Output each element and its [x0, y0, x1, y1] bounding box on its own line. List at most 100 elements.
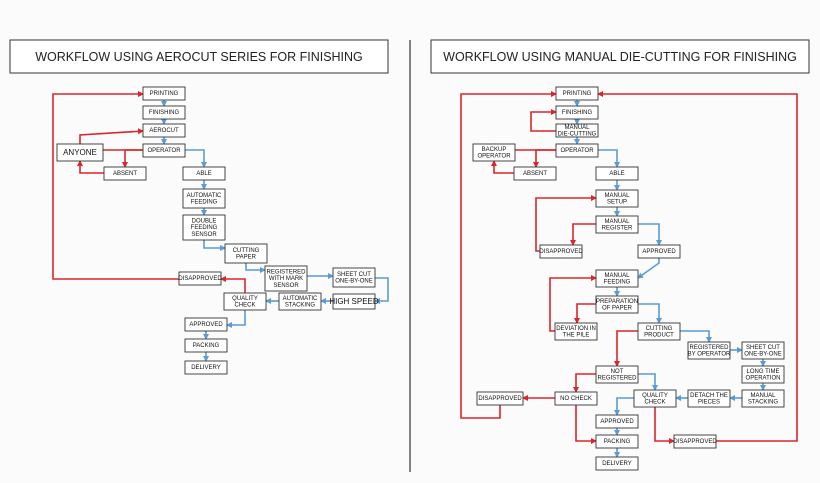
right-connector-red-35: [574, 303, 596, 324]
left-node-auto-stacking-label: AUTOMATIC: [283, 296, 318, 302]
right-node-backup-operator-label: OPERATOR: [477, 154, 511, 160]
right-node-disapproved-c: DISAPPROVED: [673, 434, 717, 449]
left-node-printing-label: PRINTING: [150, 91, 179, 97]
right-connector-blue-38: [680, 330, 712, 343]
left-connector-red-4: [122, 149, 143, 168]
right-node-long-time-label: OPERATION: [746, 376, 781, 382]
left-node-able: ABLE: [182, 166, 226, 181]
flow-connectors: [52, 91, 798, 458]
right-node-manual-setup-label: SETUP: [607, 200, 627, 206]
left-node-packing-label: PACKING: [193, 343, 220, 349]
left-node-auto-feeding-label: FEEDING: [191, 200, 218, 206]
right-node-manual-die-label: MANUAL: [564, 125, 590, 131]
left-node-operator: OPERATOR: [142, 143, 186, 158]
right-connector-red-45: [573, 373, 596, 393]
right-connector-red-25: [533, 149, 556, 168]
left-node-cutting-paper-label: CUTTING: [233, 248, 260, 254]
left-node-auto-feeding-label: AUTOMATIC: [187, 193, 222, 199]
left-connector-red-5: [77, 160, 104, 174]
left-node-able-label: ABLE: [196, 171, 211, 177]
right-node-approved-a: APPROVED: [637, 244, 681, 259]
right-node-backup-operator-label: BACKUP: [482, 147, 507, 153]
left-node-delivery: DELIVERY: [184, 360, 228, 375]
right-node-absent: ABSENT: [513, 166, 557, 181]
right-node-disapproved-a-label: DISAPPROVED: [539, 249, 583, 255]
left-node-absent-label: ABSENT: [113, 171, 137, 177]
right-connector-red-30: [570, 223, 596, 246]
right-node-operator: OPERATOR: [555, 143, 599, 158]
right-node-no-check-label: NO CHECK: [560, 396, 592, 402]
right-node-absent-label: ABSENT: [523, 171, 547, 177]
right-node-printing: PRINTING: [555, 86, 599, 101]
right-node-delivery-label: DELIVERY: [602, 461, 632, 467]
left-node-double-feeding-label: DOUBLE: [192, 218, 217, 224]
left-connector-blue-6: [185, 149, 207, 168]
right-node-prep-paper-label: PREPARATION: [596, 299, 638, 305]
left-node-registered-mark-label: SENSOR: [273, 283, 299, 289]
right-node-manual-setup-label: MANUAL: [604, 193, 630, 199]
left-node-approved: APPROVED: [184, 317, 228, 332]
right-node-cutting-product-label: CUTTING: [646, 326, 673, 332]
right-node-manual-register-label: MANUAL: [604, 219, 630, 225]
right-connector-blue-33: [637, 258, 660, 279]
right-node-not-registered-label: NOT: [611, 369, 624, 375]
left-node-cutting-paper-label: PAPER: [236, 255, 257, 261]
right-node-packing-label: PACKING: [604, 439, 631, 445]
left-node-high-speed-label: HIGH SPEED: [329, 297, 379, 306]
right-node-disapproved-c-label: DISAPPROVED: [673, 439, 717, 445]
right-connector-blue-27: [598, 149, 620, 168]
left-connector-blue-12: [374, 277, 389, 304]
right-node-approved-a-label: APPROVED: [642, 249, 676, 255]
left-connector-red-16: [52, 91, 179, 280]
right-node-manual-feeding-label: MANUAL: [604, 273, 630, 279]
left-header: WORKFLOW USING AEROCUT SERIES FOR FINISH…: [9, 39, 389, 74]
left-node-printing: PRINTING: [142, 86, 186, 101]
left-node-registered-mark-label: WITH MARK: [269, 276, 303, 282]
left-node-high-speed: HIGH SPEED: [329, 293, 379, 310]
right-node-disapproved-b: DISAPPROVED: [476, 391, 524, 406]
left-node-delivery-label: DELIVERY: [191, 365, 221, 371]
right-node-packing: PACKING: [595, 434, 639, 449]
right-node-not-registered-label: REGISTERED: [597, 376, 637, 382]
right-connector-red-44: [614, 330, 638, 367]
left-node-auto-stacking-label: STACKING: [285, 303, 316, 309]
right-node-manual-register-label: REGISTER: [602, 226, 633, 232]
left-node-disapproved-label: DISAPPROVED: [178, 276, 222, 282]
right-node-sheet-cut-label: SHEET CUT: [746, 345, 780, 351]
left-node-sheet-cut-label: SHEET CUT: [337, 272, 371, 278]
left-node-aerocut: AEROCUT: [142, 123, 186, 138]
right-connector-red-49: [575, 405, 597, 444]
flow-nodes: PRINTINGFINISHINGAEROCUTOPERATORANYONEAB…: [56, 86, 785, 471]
right-node-able-label: ABLE: [609, 171, 624, 177]
right-node-long-time-label: LONG TIME: [747, 369, 780, 375]
right-node-quality-check-label: QUALITY: [642, 393, 668, 399]
right-connector-blue-31: [638, 223, 662, 246]
right-node-manual-stacking-label: STACKING: [748, 400, 779, 406]
right-node-finishing: FINISHING: [555, 105, 599, 120]
right-node-manual-feeding-label: FEEDING: [604, 280, 631, 286]
right-node-sheet-cut-label: ONE-BY-ONE: [744, 352, 781, 358]
left-node-sheet-cut-label: ONE-BY-ONE: [335, 279, 372, 285]
right-connector-red-21: [530, 109, 557, 132]
right-node-approved-b-label: APPROVED: [600, 419, 634, 425]
right-connector-blue-50: [614, 397, 634, 416]
